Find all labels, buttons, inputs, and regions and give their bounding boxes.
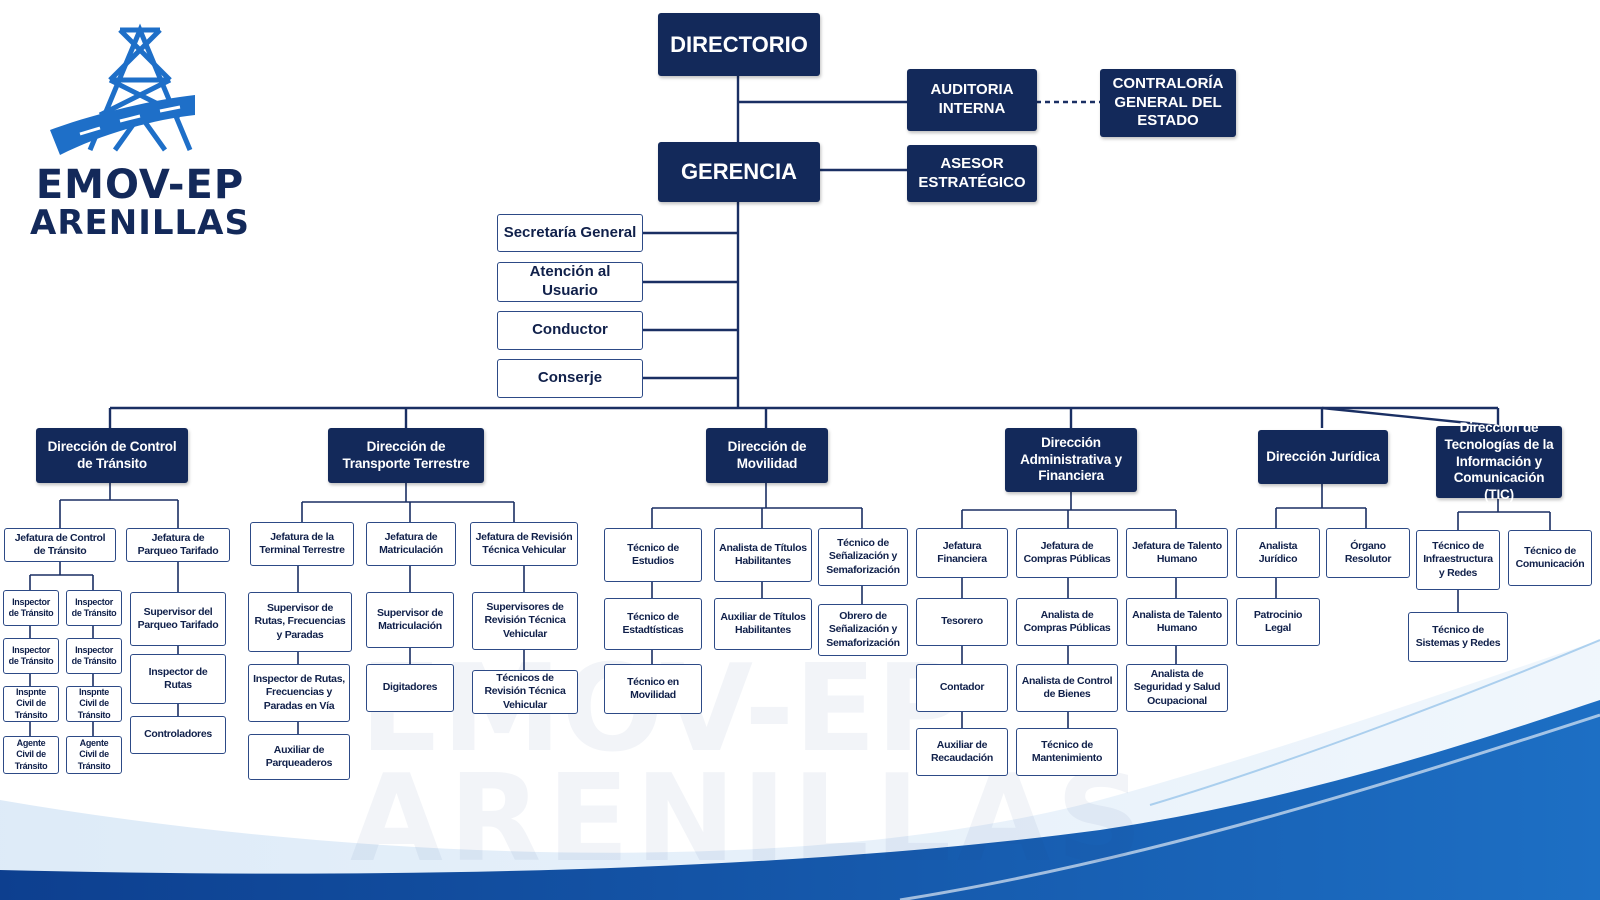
node-tecnico-estadisticas: Técnico de Estadtísticas xyxy=(604,598,702,650)
node-jefatura-financiera: Jefatura Financiera xyxy=(916,528,1008,578)
node-contraloria: CONTRALORÍA GENERAL DEL ESTADO xyxy=(1100,69,1236,137)
node-analista-juridico: Analista Jurídico xyxy=(1236,528,1320,578)
node-tesorero: Tesorero xyxy=(916,598,1008,646)
node-supervisores-revision: Supervisores de Revisión Técnica Vehicul… xyxy=(472,592,578,650)
node-jefatura-revision: Jefatura de Revisión Técnica Vehicular xyxy=(470,522,578,566)
node-organo-resolutor: Órgano Resolutor xyxy=(1326,528,1410,578)
node-jefatura-control-transito: Jefatura de Control de Tránsito xyxy=(4,528,116,562)
node-inspector-transito: Inspector de Tránsito xyxy=(66,638,122,674)
node-inspector-transito: Inspector de Tránsito xyxy=(66,590,122,626)
node-tecnico-senalizacion: Técnico de Señalización y Semaforización xyxy=(818,528,908,586)
node-secretaria-general: Secretaría General xyxy=(497,214,643,252)
node-auxiliar-titulos: Auxiliar de Títulos Habilitantes xyxy=(714,598,812,650)
node-inspector-transito: Inspector de Tránsito xyxy=(3,590,59,626)
node-supervisor-parqueo: Supervisor del Parqueo Tarifado xyxy=(130,592,226,646)
node-analista-titulos: Analista de Títulos Habilitantes xyxy=(714,528,812,582)
node-direccion-transito: Dirección de Control de Tránsito xyxy=(36,428,188,483)
logo-subtitle: ARENILLAS xyxy=(30,203,250,243)
node-tecnico-mantenimiento: Técnico de Mantenimiento xyxy=(1016,728,1118,776)
node-jefatura-talento: Jefatura de Talento Humano xyxy=(1126,528,1228,578)
watermark-line2: ARENILLAS xyxy=(350,750,1149,889)
node-tecnico-estudios: Técnico de Estudios xyxy=(604,528,702,582)
node-supervisor-matriculacion: Supervisor de Matriculación xyxy=(366,592,454,648)
node-analista-seguridad: Analista de Seguridad y Salud Ocupaciona… xyxy=(1126,664,1228,712)
node-jefatura-parqueo: Jefatura de Parqueo Tarifado xyxy=(126,528,230,562)
node-direccion-administrativa: Dirección Administrativa y Financiera xyxy=(1005,428,1137,492)
node-tecnico-comunicacion: Técnico de Comunicación xyxy=(1508,530,1592,586)
node-obrero-senalizacion: Obrero de Señalización y Semaforización xyxy=(818,604,908,656)
node-patrocinio-legal: Patrocinio Legal xyxy=(1236,598,1320,646)
node-inspector-rutas-via: Inspector de Rutas, Frecuencias y Parada… xyxy=(248,664,350,722)
node-analista-bienes: Analista de Control de Bienes xyxy=(1016,664,1118,712)
node-analista-compras: Analista de Compras Públicas xyxy=(1016,598,1118,646)
node-analista-talento: Analista de Talento Humano xyxy=(1126,598,1228,646)
node-tecnico-sistemas: Técnico de Sistemas y Redes xyxy=(1408,612,1508,662)
node-auxiliar-recaudacion: Auxiliar de Recaudación xyxy=(916,728,1008,776)
node-digitadores: Digitadores xyxy=(366,664,454,712)
node-direccion-tic: Dirección de Tecnologías de la Informaci… xyxy=(1436,420,1562,502)
node-atencion-usuario: Atención al Usuario xyxy=(497,262,643,302)
node-controladores: Controladores xyxy=(130,716,226,754)
node-supervisor-rutas: Supervisor de Rutas, Frecuencias y Parad… xyxy=(248,592,352,652)
node-jefatura-compras: Jefatura de Compras Públicas xyxy=(1016,528,1118,578)
node-conductor: Conductor xyxy=(497,311,643,350)
node-inspector-rutas: Inspector de Rutas xyxy=(130,654,226,704)
node-agente-civil-transito: Agente Civil de Tránsito xyxy=(3,736,59,774)
node-tecnico-movilidad: Técnico en Movilidad xyxy=(604,664,702,714)
bridge-tower-road-logo xyxy=(50,23,195,155)
node-conserje: Conserje xyxy=(497,359,643,398)
node-auxiliar-parqueaderos: Auxiliar de Parqueaderos xyxy=(248,734,350,780)
node-tecnico-infraestructura: Técnico de Infraestructura y Redes xyxy=(1416,530,1500,590)
node-directorio: DIRECTORIO xyxy=(658,13,820,76)
node-inspector-civil-transito: Inspnte Civil de Tránsito xyxy=(3,686,59,722)
node-tecnicos-revision: Técnicos de Revisión Técnica Vehicular xyxy=(472,670,578,714)
node-jefatura-terminal: Jefatura de la Terminal Terrestre xyxy=(250,522,354,566)
node-gerencia: GERENCIA xyxy=(658,142,820,202)
node-direccion-juridica: Dirección Jurídica xyxy=(1258,430,1388,484)
node-direccion-transporte: Dirección de Transporte Terrestre xyxy=(328,428,484,483)
logo-title: EMOV-EP xyxy=(35,162,245,208)
node-auditoria-interna: AUDITORIA INTERNA xyxy=(907,69,1037,131)
node-direccion-movilidad: Dirección de Movilidad xyxy=(706,428,828,483)
node-contador: Contador xyxy=(916,664,1008,712)
node-agente-civil-transito: Agente Civil de Tránsito xyxy=(66,736,122,774)
node-inspector-transito: Inspector de Tránsito xyxy=(3,638,59,674)
node-inspector-civil-transito: Inspnte Civil de Tránsito xyxy=(66,686,122,722)
node-jefatura-matriculacion: Jefatura de Matriculación xyxy=(366,522,456,566)
node-asesor-estrategico: ASESOR ESTRATÉGICO xyxy=(907,145,1037,202)
